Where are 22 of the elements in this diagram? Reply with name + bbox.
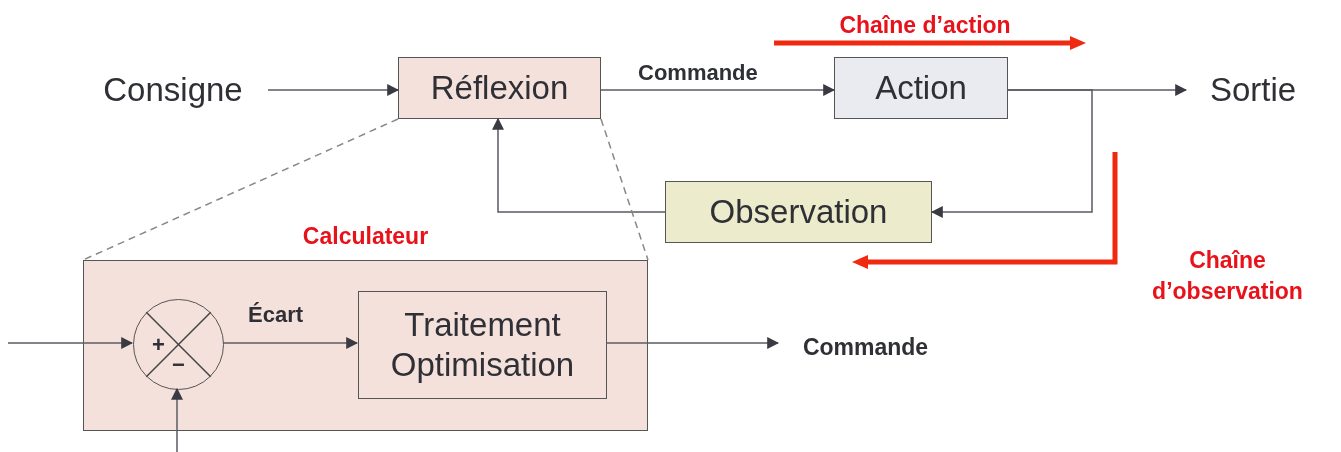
arrow — [600, 84, 836, 96]
arrow — [7, 337, 134, 349]
signal-label: Consigne — [78, 68, 268, 112]
process-box: Action — [834, 57, 1008, 119]
zoom-line — [82, 118, 399, 261]
sign-label: + — [152, 334, 165, 356]
zoom-line — [600, 118, 649, 261]
process-box: Observation — [665, 181, 932, 243]
arrow — [222, 337, 359, 349]
sign-label: − — [172, 354, 185, 376]
signal-label: Sortie — [1186, 68, 1320, 112]
panel-title: Calculateur — [301, 223, 430, 251]
arrow — [267, 84, 400, 96]
arrow — [605, 337, 780, 349]
arrow — [930, 89, 1093, 218]
process-box: Traitement Optimisation — [358, 291, 607, 399]
chain-label: Chaîne d’observation — [1151, 246, 1304, 307]
arrow — [492, 117, 666, 213]
process-box: Réflexion — [398, 57, 601, 119]
arrow — [171, 387, 183, 452]
chain-label: Chaîne d’action — [838, 11, 1012, 40]
signal-label: Commande — [778, 330, 953, 366]
